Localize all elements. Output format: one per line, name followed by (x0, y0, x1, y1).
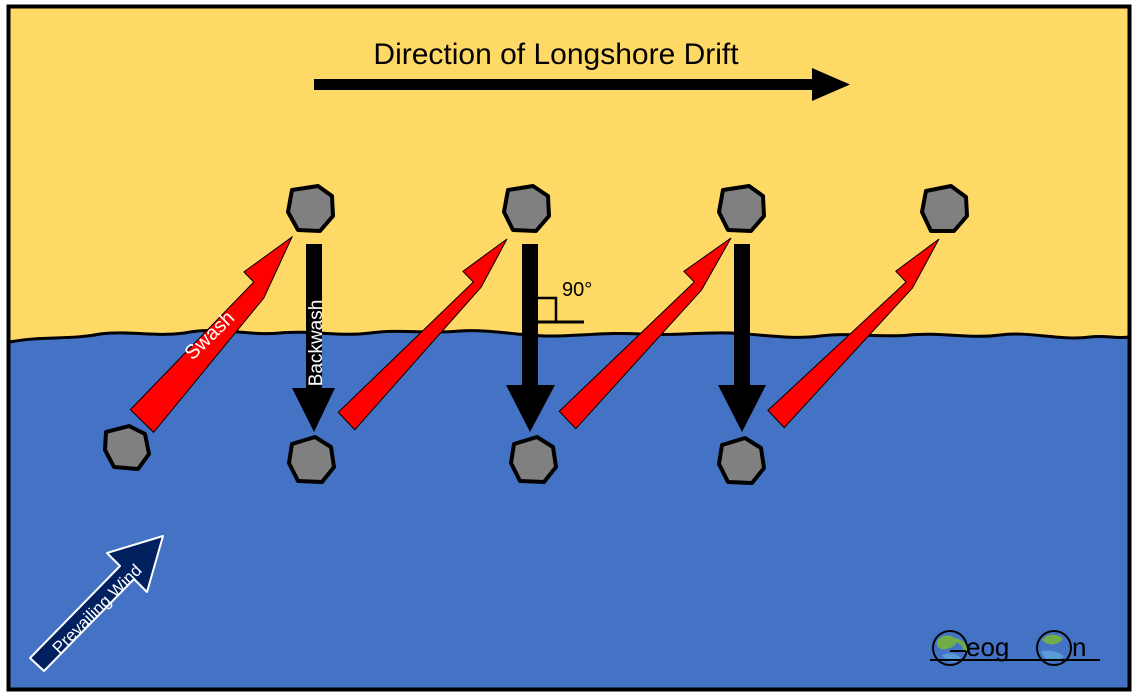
swash-arrow (337, 238, 508, 431)
diagram-border (6, 4, 1132, 692)
pebble (717, 184, 766, 233)
prevailing-wind-arrow (29, 535, 164, 672)
diagram-title: Direction of Longshore Drift (373, 38, 739, 71)
right-angle-marker (538, 296, 584, 324)
pebble (103, 424, 151, 471)
pebble (286, 184, 335, 233)
pebble (287, 435, 336, 484)
angle-label: 90° (562, 279, 592, 301)
backwash-label: Backwash (306, 300, 327, 387)
globe-icon (1036, 630, 1072, 666)
backwash-arrow (506, 244, 555, 432)
beach-area (10, 8, 1128, 348)
pebble (920, 184, 969, 233)
backwash-arrow (292, 244, 335, 432)
swash-arrow (558, 237, 732, 430)
shoreline (9, 328, 1129, 344)
longshore-drift-arrow (314, 68, 850, 101)
logo-text-end: n (1072, 632, 1086, 662)
geogon-logo: eog n (930, 630, 1100, 666)
swash-arrow (129, 235, 294, 434)
pebble (502, 184, 551, 233)
backwash-arrow (718, 244, 766, 432)
pebble (509, 435, 558, 484)
swash-arrow (767, 238, 940, 429)
logo-text: eog (966, 632, 1009, 662)
sea-area (10, 330, 1128, 688)
pebble (717, 436, 766, 485)
